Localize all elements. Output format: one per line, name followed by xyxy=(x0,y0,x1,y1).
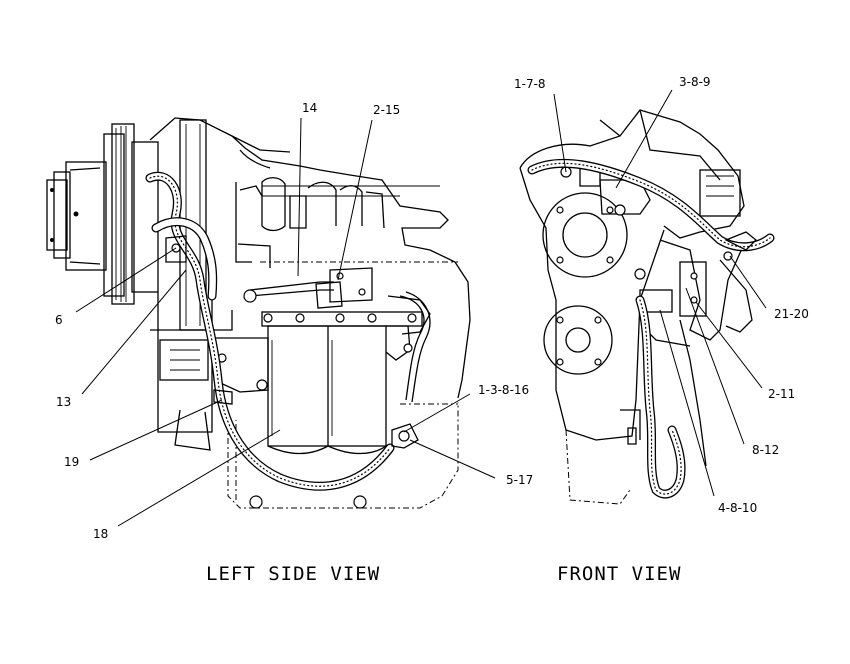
left-hoses xyxy=(145,171,431,491)
callout-3-8-9: 3-8-9 xyxy=(679,75,711,89)
callout-2-15: 2-15 xyxy=(373,103,400,117)
callout-1-7-8: 1-7-8 xyxy=(514,77,546,91)
leader-lines xyxy=(75,89,767,527)
callout-19: 19 xyxy=(64,455,79,469)
callout-13: 13 xyxy=(56,395,71,409)
callout-1-3-8-16: 1-3-8-16 xyxy=(478,383,529,397)
callout-labels: 14 2-15 6 13 19 18 1-3-8-16 5-17 1-7-8 3… xyxy=(55,75,809,541)
callout-21-20: 21-20 xyxy=(774,307,809,321)
callout-5-17: 5-17 xyxy=(506,473,533,487)
left-side-view-title: LEFT SIDE VIEW xyxy=(206,563,380,585)
callout-8-12: 8-12 xyxy=(752,443,779,457)
filter-base xyxy=(261,295,431,455)
callout-14: 14 xyxy=(302,101,317,115)
fan-pulley xyxy=(46,123,159,305)
left-side-view-drawing xyxy=(46,117,471,509)
callout-4-8-10: 4-8-10 xyxy=(718,501,757,515)
callout-2-11: 2-11 xyxy=(768,387,795,401)
engine-block-outline xyxy=(227,135,471,509)
front-view-title: FRONT VIEW xyxy=(557,563,681,585)
callout-18: 18 xyxy=(93,527,108,541)
front-view-drawing xyxy=(519,109,775,505)
callout-6: 6 xyxy=(55,313,63,327)
